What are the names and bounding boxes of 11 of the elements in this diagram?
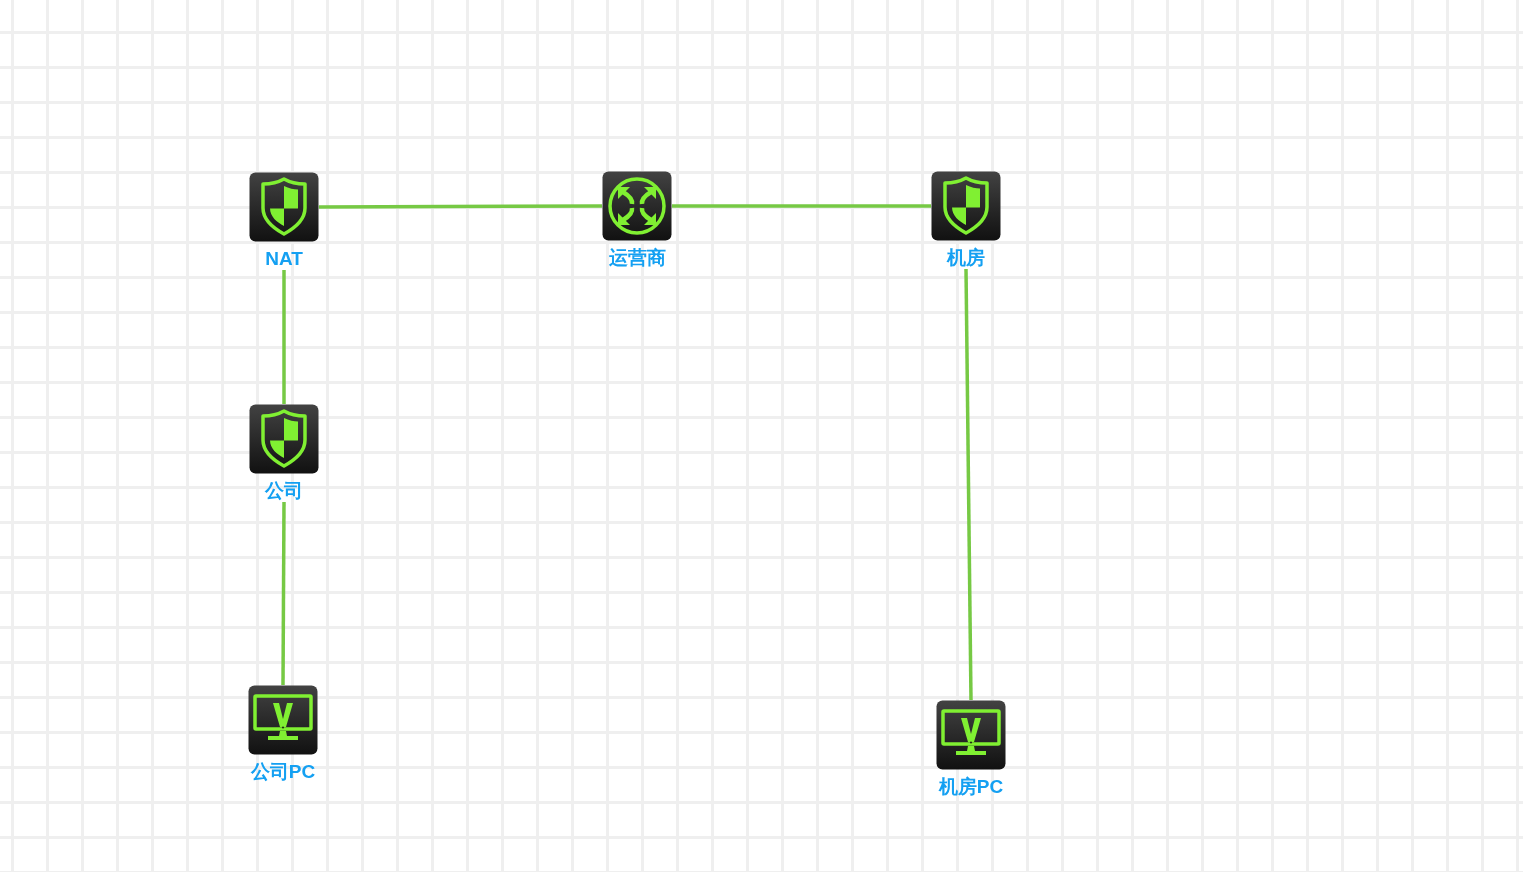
device-label: 机房PC: [938, 776, 1004, 798]
connection-line: [672, 204, 931, 208]
device-label: NAT: [265, 248, 303, 270]
connection-line: [319, 204, 602, 209]
device-label: 运营商: [608, 247, 666, 269]
connection-line: [281, 502, 286, 685]
device-label: 机房: [947, 247, 985, 269]
connection-line: [964, 269, 973, 700]
device-label: 公司: [265, 480, 303, 502]
device-label: 公司PC: [250, 761, 316, 783]
connection-line: [282, 270, 286, 404]
